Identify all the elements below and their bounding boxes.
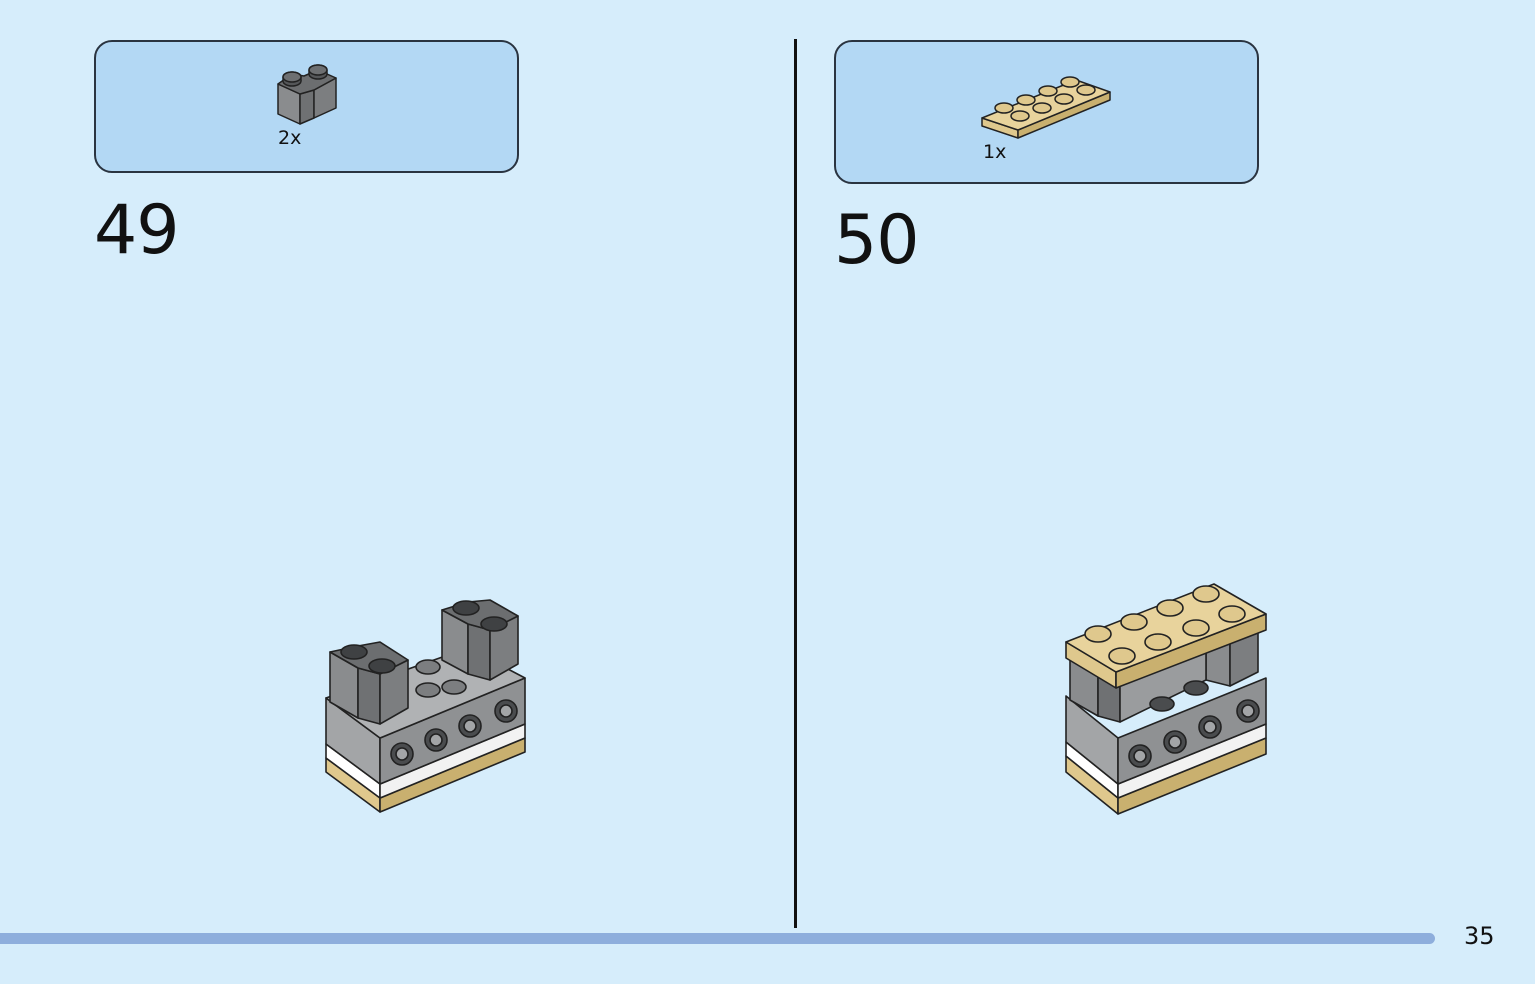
progress-bar [0,933,1435,944]
page-divider [794,39,797,928]
part-quantity-step-49: 2x [278,127,302,149]
parts-callout-step-50 [834,40,1259,184]
gray-2x2-round-corner-brick-icon [277,64,337,125]
page-number: 35 [1464,922,1495,950]
part-quantity-step-50: 1x [983,141,1007,163]
step-number-49: 49 [94,191,180,270]
assembly-model-step-50 [1065,583,1267,815]
assembly-model-step-49 [325,599,526,813]
step-number-50: 50 [834,201,920,280]
tan-2x4-plate-icon [981,76,1111,139]
